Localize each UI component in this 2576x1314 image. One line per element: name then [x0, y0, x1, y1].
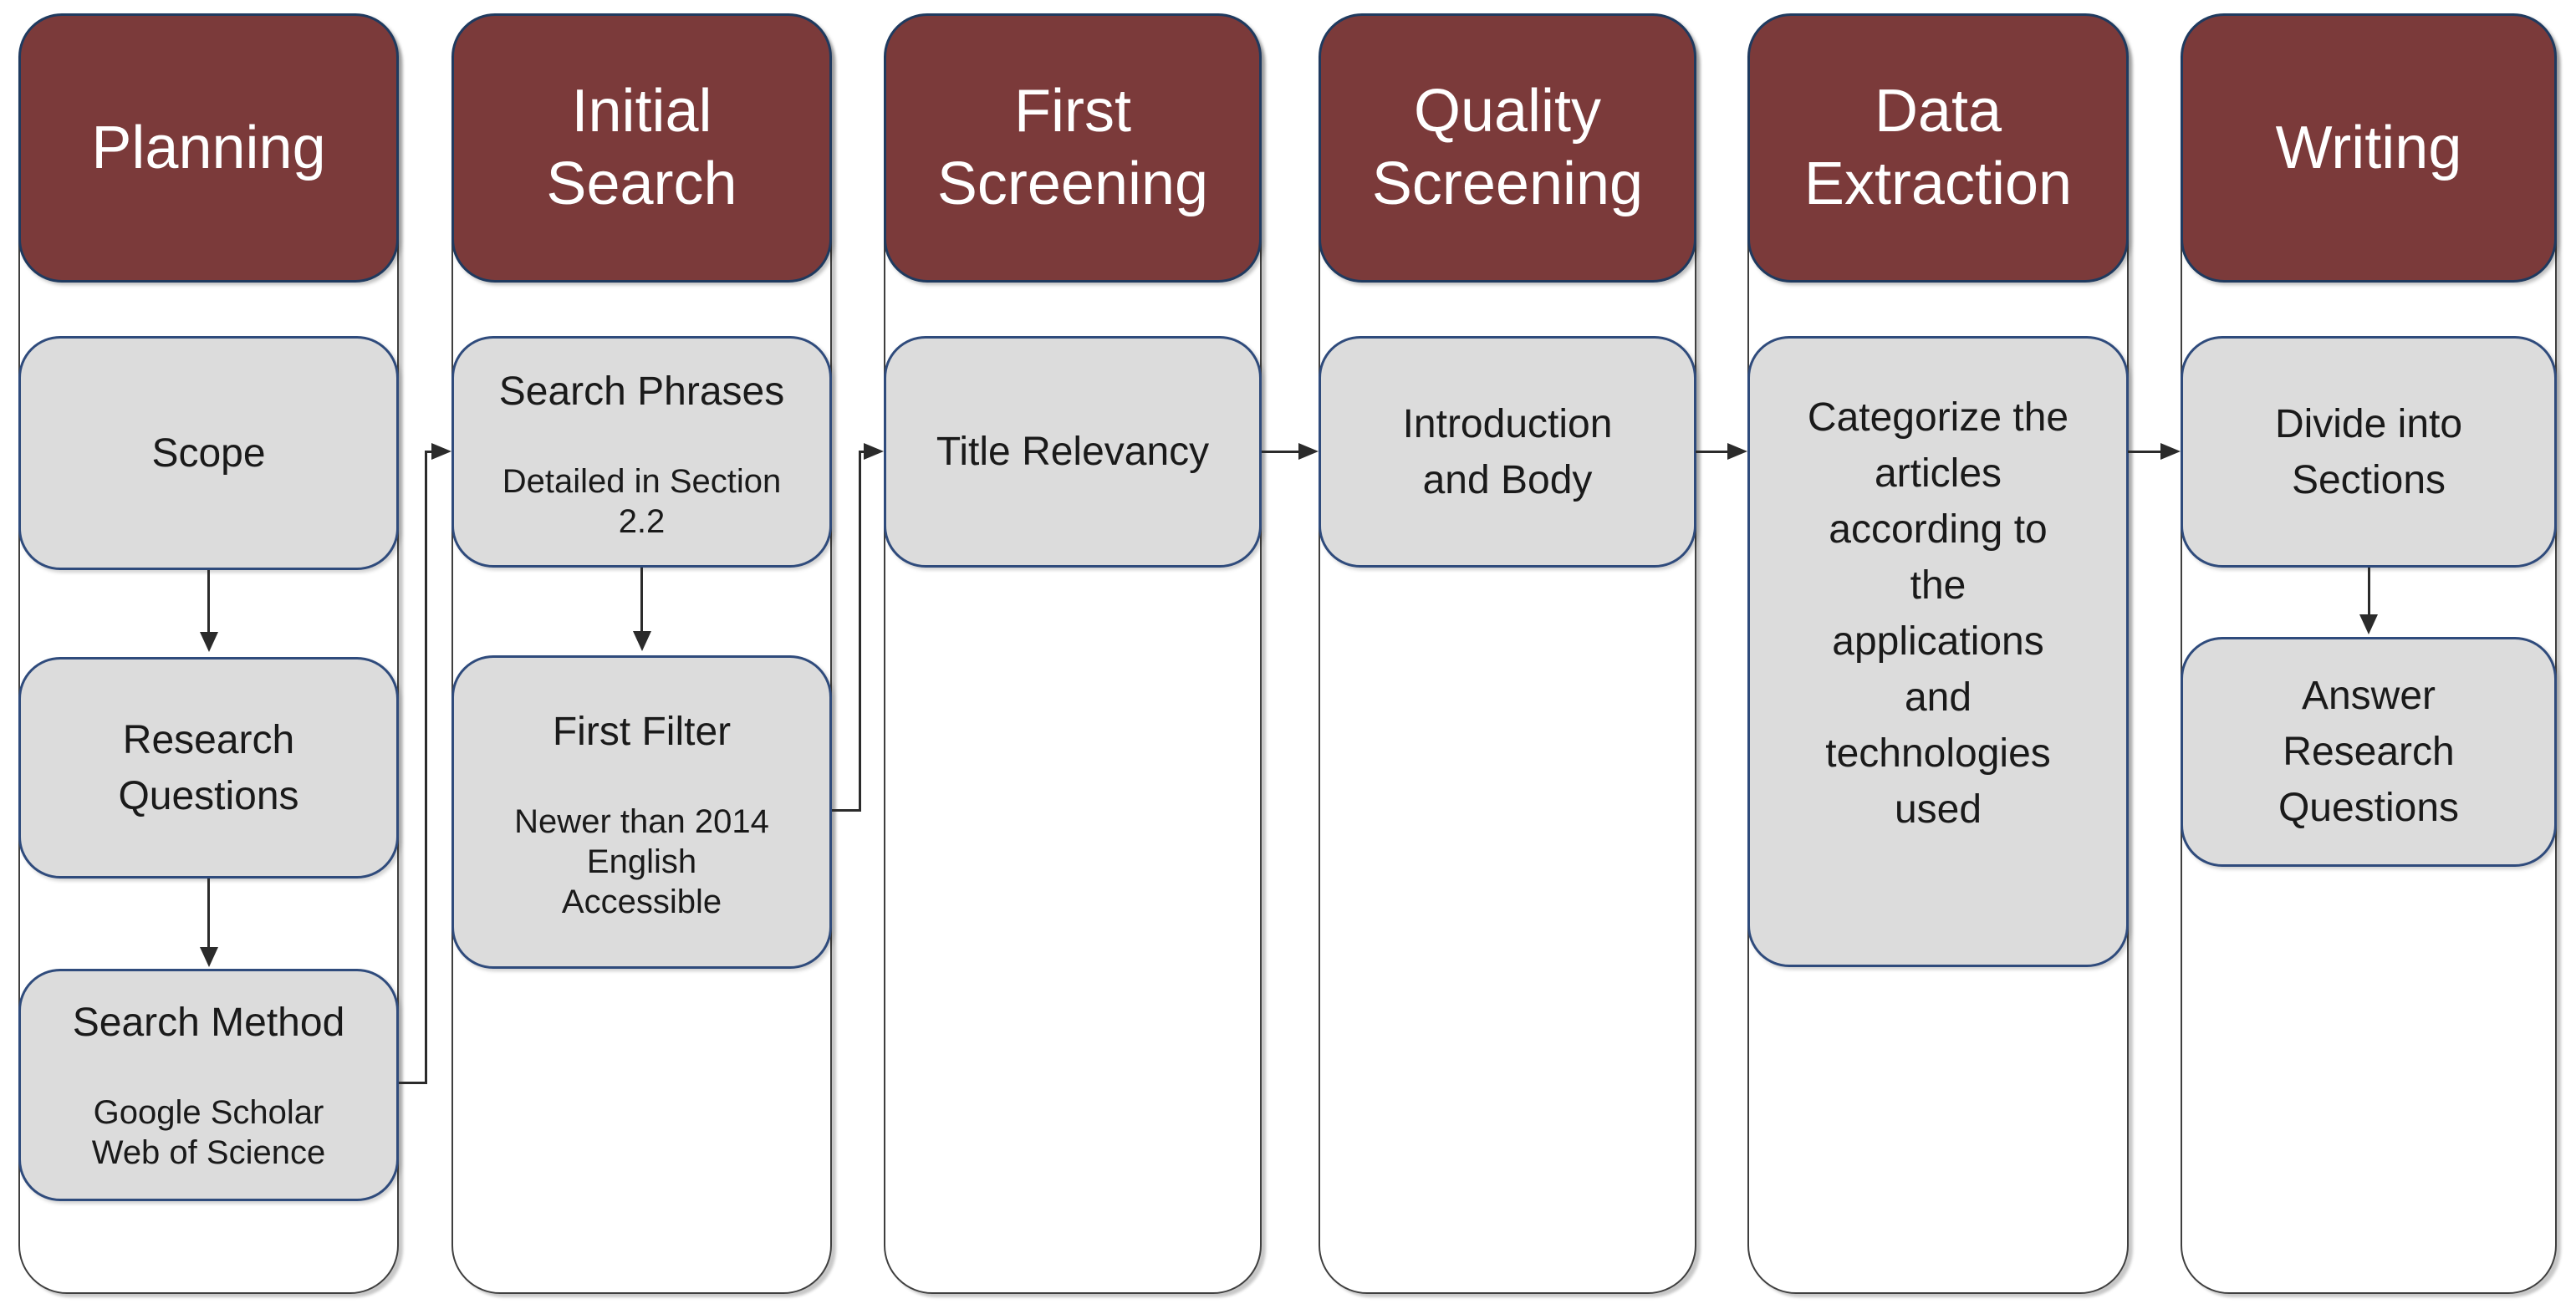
- box-title-relevancy-title: Title Relevancy: [936, 430, 1210, 474]
- box-scope: Scope: [18, 336, 399, 570]
- arrow-head-right: [1727, 443, 1747, 460]
- column-quality-screening: Quality Screening Introduction and Body: [1319, 13, 1696, 1294]
- box-first-filter-title: First Filter: [552, 710, 732, 754]
- box-introduction-and-body-title: Introduction and Body: [1402, 401, 1613, 502]
- arrow-head-right: [2160, 443, 2181, 460]
- connector-segment-horizontal: [399, 1082, 427, 1084]
- column-first-screening: First Screening Title Relevancy: [884, 13, 1262, 1294]
- box-introduction-and-body: Introduction and Body: [1319, 336, 1696, 568]
- connector-segment-arrow: [859, 443, 884, 460]
- arrow-head-down: [199, 947, 218, 967]
- arrow-head-right: [864, 443, 884, 460]
- box-research-questions-title: Research Questions: [118, 717, 299, 818]
- column-planning: Planning Scope Research Questions Search…: [18, 13, 399, 1294]
- column-writing: Writing Divide into Sections Answer Rese…: [2181, 13, 2557, 1294]
- stage-header-writing-label: Writing: [2275, 114, 2462, 181]
- column-initial-search: Initial Search Search Phrases Detailed i…: [451, 13, 832, 1294]
- arrow-line: [640, 568, 643, 631]
- arrow-line: [2367, 568, 2370, 614]
- arrow-line: [207, 879, 210, 947]
- box-scope-title: Scope: [151, 430, 266, 476]
- arrow-head-down: [2359, 614, 2378, 634]
- stage-header-first-screening-label: First Screening: [936, 78, 1209, 217]
- arrow-divide-to-answer: [2359, 568, 2378, 634]
- box-search-method-subtitle: Google Scholar Web of Science: [91, 1094, 326, 1171]
- box-research-questions: Research Questions: [18, 657, 399, 879]
- arrow-line: [2128, 450, 2160, 453]
- arrow-line: [859, 450, 864, 453]
- box-answer-research-questions: Answer Research Questions: [2181, 637, 2557, 867]
- stage-header-initial-search-label: Initial Search: [546, 78, 737, 217]
- arrow-head-down: [199, 632, 218, 652]
- stage-header-planning-label: Planning: [91, 114, 326, 181]
- arrow-search-phrases-to-first-filter: [632, 568, 651, 651]
- column-data-extraction: Data Extraction Categorize the articles …: [1747, 13, 2129, 1294]
- arrow-head-right: [431, 443, 451, 460]
- stage-header-initial-search: Initial Search: [451, 13, 832, 283]
- box-divide-into-sections-title: Divide into Sections: [2274, 401, 2463, 502]
- stage-header-quality-screening-label: Quality Screening: [1371, 78, 1644, 217]
- stage-header-writing: Writing: [2181, 13, 2557, 283]
- arrow-title-relevancy-to-introduction: [1262, 443, 1319, 460]
- arrow-head-right: [1298, 443, 1319, 460]
- arrow-categorize-to-divide: [2128, 443, 2181, 460]
- arrow-line: [1262, 450, 1298, 453]
- box-search-method: Search Method Google Scholar Web of Scie…: [18, 969, 399, 1201]
- connector-segment-horizontal: [832, 809, 861, 812]
- box-answer-research-questions-title: Answer Research Questions: [2278, 674, 2460, 830]
- box-divide-into-sections: Divide into Sections: [2181, 336, 2557, 568]
- arrow-scope-to-research-questions: [199, 570, 218, 652]
- arrow-line: [207, 570, 210, 632]
- box-title-relevancy: Title Relevancy: [884, 336, 1262, 568]
- arrow-research-questions-to-search-method: [199, 879, 218, 967]
- arrow-line: [425, 450, 431, 453]
- box-search-method-title: Search Method: [72, 1001, 345, 1045]
- connector-segment-vertical: [425, 451, 427, 1084]
- connector-segment-vertical: [859, 451, 861, 812]
- box-categorize-articles: Categorize the articles according to the…: [1747, 336, 2129, 967]
- box-search-phrases-title: Search Phrases: [498, 369, 785, 414]
- box-search-phrases: Search Phrases Detailed in Section 2.2: [451, 336, 832, 568]
- stage-header-planning: Planning: [18, 13, 399, 283]
- box-first-filter: First Filter Newer than 2014 English Acc…: [451, 655, 832, 969]
- stage-header-data-extraction-label: Data Extraction: [1803, 78, 2073, 217]
- arrow-introduction-to-categorize: [1696, 443, 1747, 460]
- stage-header-data-extraction: Data Extraction: [1747, 13, 2129, 283]
- arrow-head-down: [632, 631, 651, 651]
- box-first-filter-subtitle: Newer than 2014 English Accessible: [514, 803, 769, 920]
- box-categorize-articles-title: Categorize the articles according to the…: [1807, 395, 2069, 832]
- stage-header-quality-screening: Quality Screening: [1319, 13, 1696, 283]
- arrow-line: [1696, 450, 1727, 453]
- connector-segment-arrow: [425, 443, 451, 460]
- stage-header-first-screening: First Screening: [884, 13, 1262, 283]
- box-search-phrases-subtitle: Detailed in Section 2.2: [502, 463, 782, 540]
